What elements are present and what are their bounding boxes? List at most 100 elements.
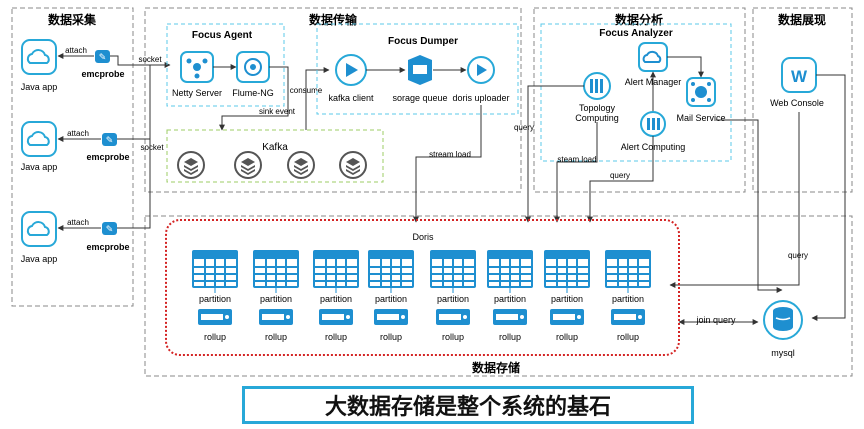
java-app-1: Java app xyxy=(21,39,58,92)
doris-title: Doris xyxy=(412,232,434,242)
java-app-2: Java app xyxy=(21,121,58,172)
partition-table-icon xyxy=(313,250,359,288)
flume-ng: Flume-NG xyxy=(232,51,274,98)
topology-label-line2: Computing xyxy=(575,113,619,123)
kafka-client-label: kafka client xyxy=(328,93,374,103)
doris-column: partition rollup xyxy=(487,250,533,342)
mail-service: Mail Service xyxy=(676,77,726,123)
mail-to-mysql xyxy=(716,119,783,293)
partition-label: partition xyxy=(551,294,583,304)
doris-column: partition rollup xyxy=(544,250,590,342)
storage-section xyxy=(144,215,853,377)
transfer-section-title: 数据传输 xyxy=(309,12,358,27)
stream-load-label: stream load xyxy=(429,150,471,159)
kafka-client: kafka client xyxy=(328,54,374,103)
socket-label: socket xyxy=(140,143,164,152)
netty-server: Netty Server xyxy=(172,51,222,98)
doris-columns: partition rollup partition rollup partition r… xyxy=(192,250,651,342)
focus-agent-box xyxy=(166,23,285,107)
kafka-broker-icon xyxy=(287,151,315,179)
focus-dumper-title: Focus Dumper xyxy=(388,36,458,47)
emcprobe-label: emcprobe xyxy=(81,69,124,79)
stream-load-edge xyxy=(413,105,482,223)
topology-query-edge xyxy=(525,85,584,223)
partition-table-icon xyxy=(253,250,299,288)
rollup-label: rollup xyxy=(556,332,578,342)
focus-dumper-box xyxy=(316,23,519,115)
query-label: query xyxy=(514,123,534,132)
rollup-server-icon xyxy=(611,309,645,325)
java-app-label: Java app xyxy=(21,82,58,92)
collect-section xyxy=(11,7,134,307)
partition-label: partition xyxy=(320,294,352,304)
doris-uploader-label: doris uploader xyxy=(452,93,509,103)
partition-table-icon xyxy=(430,250,476,288)
rollup-server-icon xyxy=(198,309,232,325)
query-label: query xyxy=(788,251,808,260)
rollup-server-icon xyxy=(259,309,293,325)
analysis-section xyxy=(533,7,746,193)
web-console-label: Web Console xyxy=(770,98,824,108)
mysql-label: mysql xyxy=(771,348,795,358)
partition-label: partition xyxy=(437,294,469,304)
partition-table-icon xyxy=(605,250,651,288)
kafka-box xyxy=(166,129,384,183)
attach-label: attach xyxy=(67,218,89,227)
join-query-label: join query xyxy=(695,315,736,325)
doris-column: partition rollup xyxy=(430,250,476,342)
rollup-server-icon xyxy=(436,309,470,325)
probe-icon xyxy=(95,50,110,63)
rollup-server-icon xyxy=(550,309,584,325)
netty-server-label: Netty Server xyxy=(172,88,222,98)
socket-label: socket xyxy=(138,55,162,64)
attach-label: attach xyxy=(67,129,89,138)
partition-label: partition xyxy=(260,294,292,304)
alert-query-edge xyxy=(587,136,654,223)
rollup-label: rollup xyxy=(617,332,639,342)
rollup-label: rollup xyxy=(325,332,347,342)
sink-event-edge xyxy=(219,66,289,131)
cloud-icon xyxy=(21,121,57,157)
partition-label: partition xyxy=(199,294,231,304)
rollup-label: rollup xyxy=(265,332,287,342)
web-console-to-mysql xyxy=(811,74,846,321)
rollup-label: rollup xyxy=(442,332,464,342)
partition-label: partition xyxy=(375,294,407,304)
java-app-label: Java app xyxy=(21,162,58,172)
display-section xyxy=(752,7,853,193)
focus-agent-title: Focus Agent xyxy=(192,30,253,41)
doris-uploader: doris uploader xyxy=(452,56,510,103)
rollup-label: rollup xyxy=(499,332,521,342)
web-console-query-edge xyxy=(669,112,800,288)
steam-load-label: steam load xyxy=(557,155,596,164)
focus-analyzer-title: Focus Analyzer xyxy=(599,28,673,39)
kafka-title: Kafka xyxy=(262,142,288,153)
topology-label-line1: Topology xyxy=(579,103,616,113)
cloud-icon xyxy=(21,39,57,75)
alert-manager-to-mail xyxy=(667,56,704,78)
svg-text:W: W xyxy=(791,67,808,86)
doris-box xyxy=(165,219,680,356)
partition-table-icon xyxy=(487,250,533,288)
kafka-broker-icon xyxy=(339,151,367,179)
web-console: W Web Console xyxy=(770,57,824,108)
rollup-server-icon xyxy=(493,309,527,325)
focus-analyzer-box xyxy=(540,23,732,162)
query-label: query xyxy=(610,171,630,180)
storage-queue: sorage queue xyxy=(392,55,448,103)
socket-edge xyxy=(117,139,151,229)
mail-service-label: Mail Service xyxy=(676,113,725,123)
topology-computing: Topology Computing xyxy=(575,72,619,123)
partition-label: partition xyxy=(494,294,526,304)
collect-section-title: 数据采集 xyxy=(48,12,97,27)
summary-banner: 大数据存储是整个系统的基石 xyxy=(242,386,694,424)
rollup-server-icon xyxy=(319,309,353,325)
sink-event-label: sink event xyxy=(259,107,296,116)
socket-edge xyxy=(110,55,171,68)
probe-icon xyxy=(102,222,117,235)
attach-label: attach xyxy=(65,46,87,55)
